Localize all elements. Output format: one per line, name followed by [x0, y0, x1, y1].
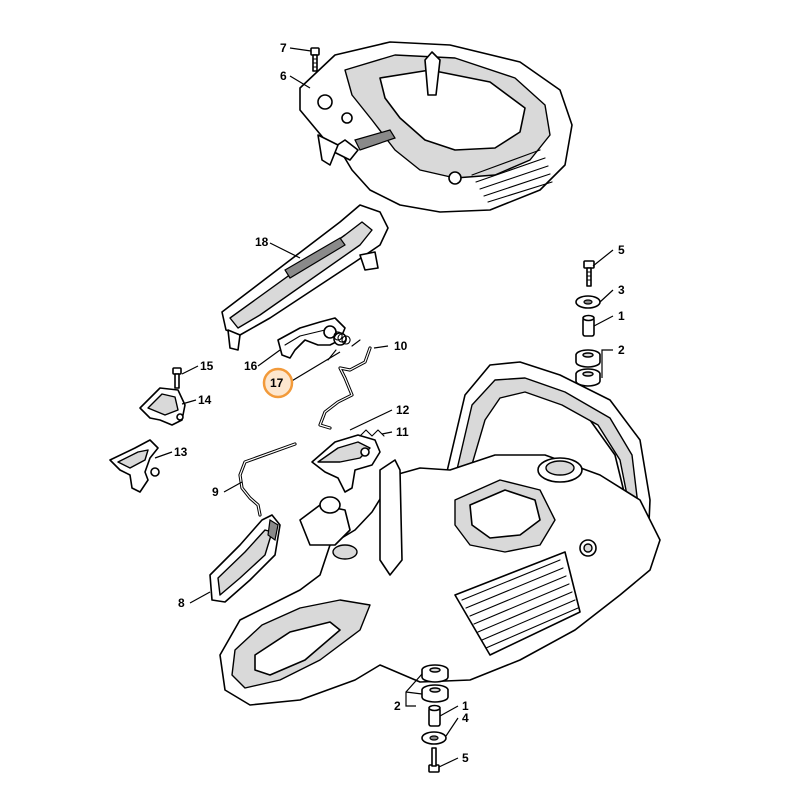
- callout-10[interactable]: 10: [394, 339, 408, 353]
- shroud-housing[interactable]: [299, 41, 573, 213]
- callout-9[interactable]: 9: [212, 485, 219, 499]
- callout-3[interactable]: 3: [618, 283, 625, 297]
- callout-7[interactable]: 7: [280, 41, 287, 55]
- callout-11[interactable]: 11: [396, 425, 409, 439]
- callout-5-upper[interactable]: 5: [618, 243, 625, 257]
- callout-8[interactable]: 8: [178, 596, 185, 610]
- screw-7[interactable]: [310, 47, 320, 72]
- callout-16[interactable]: 16: [244, 359, 258, 373]
- handle-18[interactable]: [221, 204, 389, 351]
- main-housing[interactable]: [219, 361, 661, 706]
- callout-6[interactable]: 6: [280, 69, 287, 83]
- leader-lines: [154, 47, 614, 768]
- callout-4[interactable]: 4: [462, 711, 469, 725]
- callout-15[interactable]: 15: [200, 359, 214, 373]
- throttle-rod-9[interactable]: [238, 442, 297, 517]
- bracket-14[interactable]: [139, 387, 186, 426]
- callout-14[interactable]: 14: [198, 393, 212, 407]
- spring-11[interactable]: [359, 429, 385, 437]
- throttle-trigger-12[interactable]: [311, 434, 381, 493]
- highlight-ring-17: [262, 367, 294, 399]
- callout-12[interactable]: 12: [396, 403, 410, 417]
- callout-2-lower[interactable]: 2: [394, 699, 401, 713]
- screw-15[interactable]: [172, 367, 182, 389]
- callout-5-lower[interactable]: 5: [462, 751, 469, 765]
- av-mount-lower[interactable]: [421, 664, 449, 773]
- av-mount-upper[interactable]: [575, 260, 601, 387]
- control-lever-13[interactable]: [109, 439, 160, 493]
- callout-18[interactable]: 18: [255, 235, 269, 249]
- torsion-spring-17[interactable]: [327, 331, 361, 361]
- rod-10[interactable]: [318, 346, 372, 430]
- callout-1-upper[interactable]: 1: [618, 309, 625, 323]
- callout-2-upper[interactable]: 2: [618, 343, 625, 357]
- callout-1-lower[interactable]: 1: [462, 699, 469, 713]
- cover-8[interactable]: [209, 514, 281, 603]
- callout-13[interactable]: 13: [174, 445, 188, 459]
- callout-labels: 7 6 18 5 3 1 2 10 16 17 15 14 12 11 13 9…: [174, 41, 625, 765]
- callout-17[interactable]: 17: [270, 376, 284, 390]
